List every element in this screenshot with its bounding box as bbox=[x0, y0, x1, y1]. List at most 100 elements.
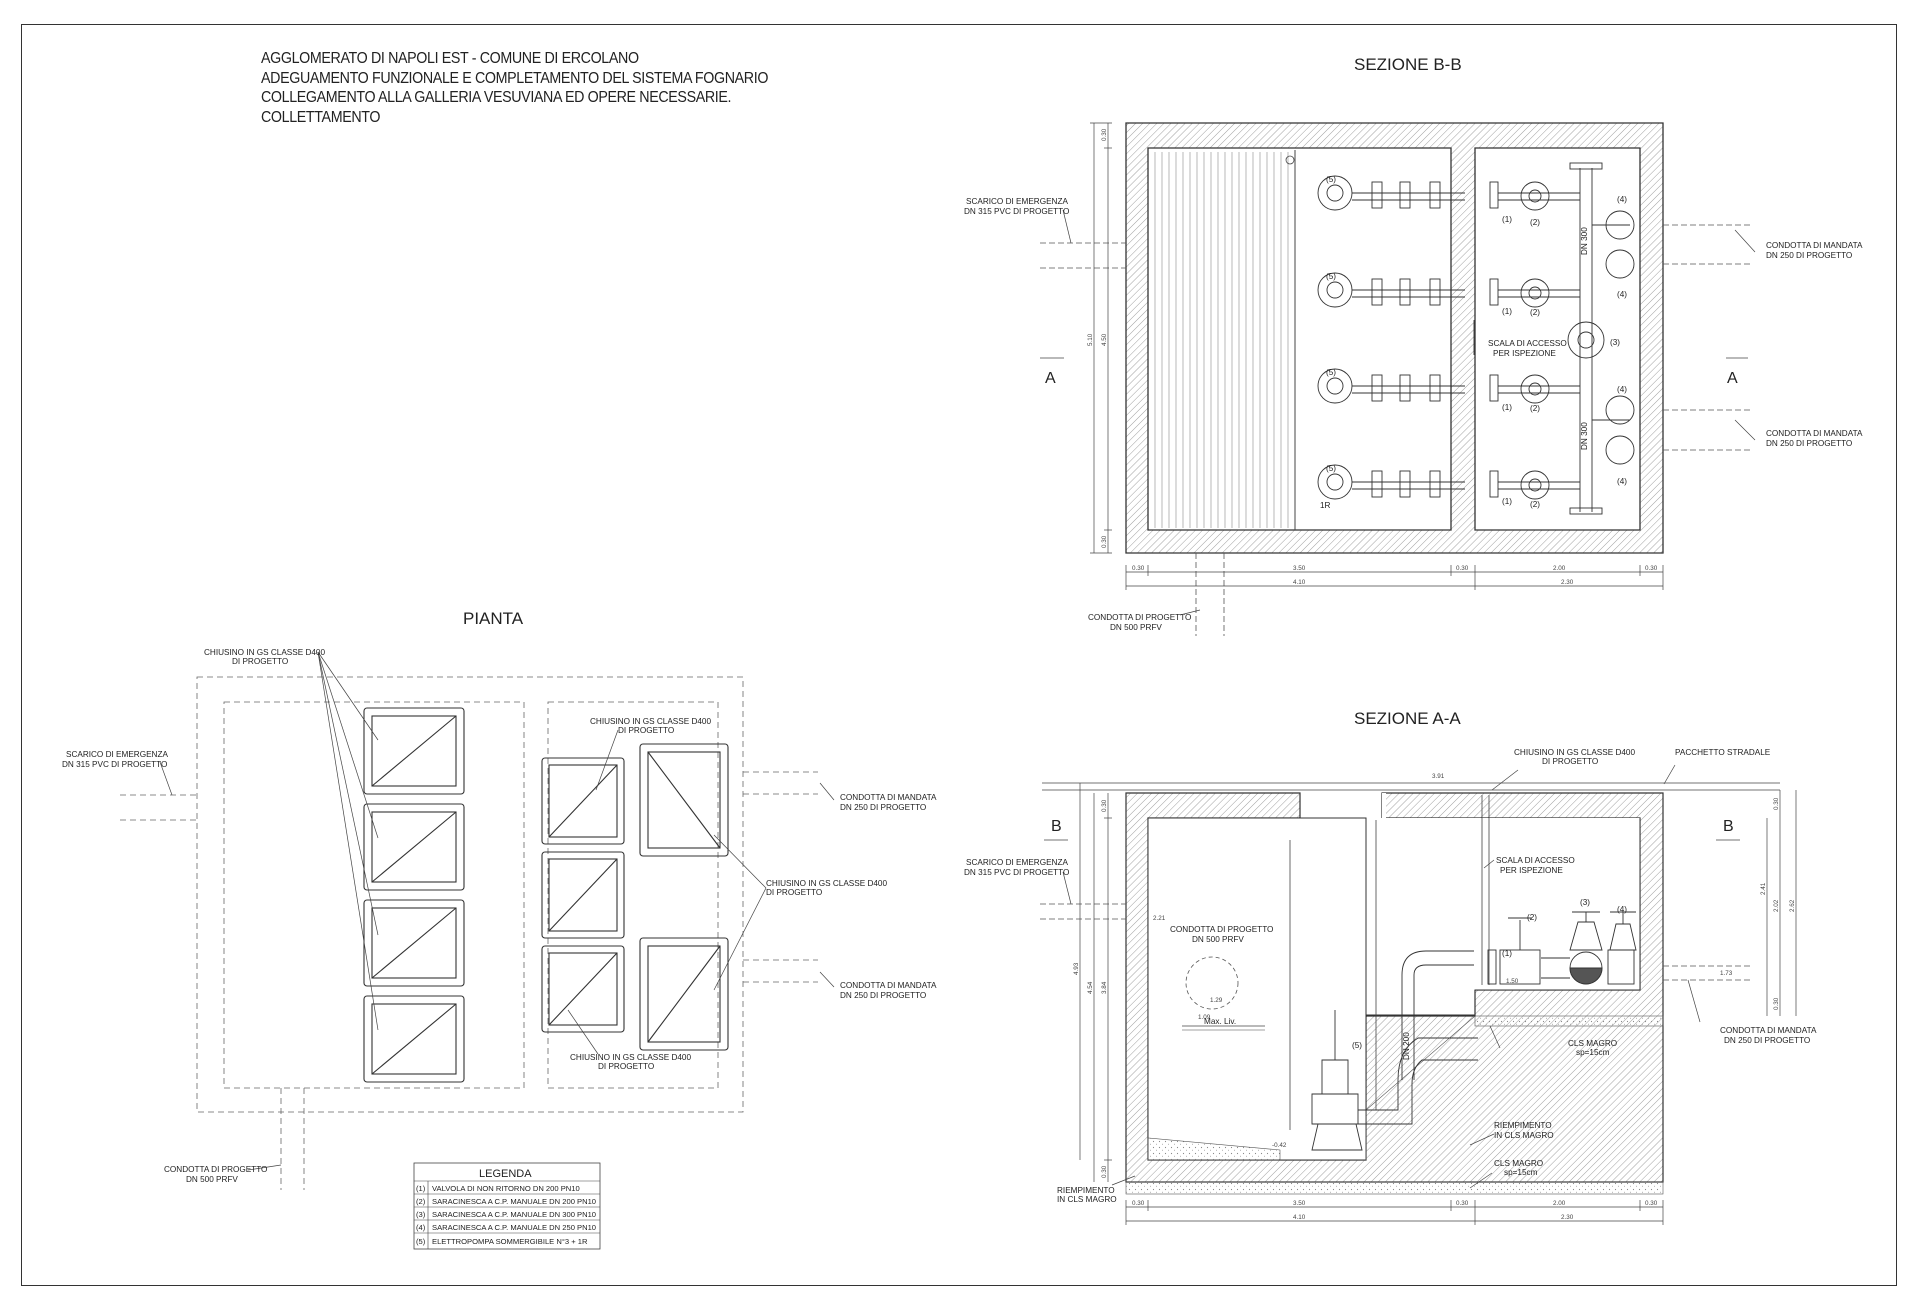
svg-text:DN 250 DI PROGETTO: DN 250 DI PROGETTO bbox=[1724, 1036, 1810, 1045]
svg-text:(5): (5) bbox=[1326, 175, 1336, 184]
svg-text:0.30: 0.30 bbox=[1773, 797, 1780, 810]
svg-text:DI PROGETTO: DI PROGETTO bbox=[598, 1062, 654, 1071]
aa-labels: CHIUSINO IN GS CLASSE D400 DI PROGETTO P… bbox=[964, 748, 1817, 1204]
svg-text:3.50: 3.50 bbox=[1293, 1200, 1306, 1207]
svg-text:(1): (1) bbox=[1502, 403, 1512, 412]
svg-text:CHIUSINO IN GS CLASSE D400: CHIUSINO IN GS CLASSE D400 bbox=[204, 648, 325, 657]
svg-text:RIEMPIMENTO: RIEMPIMENTO bbox=[1494, 1121, 1552, 1130]
svg-text:0.30: 0.30 bbox=[1101, 799, 1108, 812]
aa-ladder bbox=[1289, 795, 1490, 1130]
svg-text:(1): (1) bbox=[1502, 949, 1512, 958]
svg-text:2.21: 2.21 bbox=[1153, 915, 1166, 922]
svg-text:4.50: 4.50 bbox=[1101, 333, 1108, 346]
legend-code: (5) bbox=[416, 1237, 426, 1246]
svg-text:CONDOTTA DI MANDATA: CONDOTTA DI MANDATA bbox=[1720, 1026, 1817, 1035]
bb-grating bbox=[1154, 152, 1296, 528]
svg-text:CHIUSINO IN GS CLASSE D400: CHIUSINO IN GS CLASSE D400 bbox=[766, 879, 887, 888]
svg-text:DI PROGETTO: DI PROGETTO bbox=[618, 726, 674, 735]
svg-text:2.30: 2.30 bbox=[1561, 1214, 1574, 1221]
svg-text:SCARICO DI EMERGENZA: SCARICO DI EMERGENZA bbox=[66, 750, 168, 759]
bb-pump-row-4 bbox=[1317, 464, 1580, 500]
svg-text:PER ISPEZIONE: PER ISPEZIONE bbox=[1493, 349, 1556, 358]
svg-text:SCALA DI ACCESSO: SCALA DI ACCESSO bbox=[1496, 856, 1575, 865]
svg-text:(1): (1) bbox=[1502, 307, 1512, 316]
title-line-1: AGGLOMERATO DI NAPOLI EST - COMUNE DI ER… bbox=[261, 50, 639, 67]
svg-text:0.30: 0.30 bbox=[1645, 565, 1658, 572]
svg-text:CHIUSINO IN GS CLASSE D400: CHIUSINO IN GS CLASSE D400 bbox=[1514, 748, 1635, 757]
svg-text:CONDOTTA DI MANDATA: CONDOTTA DI MANDATA bbox=[1766, 241, 1863, 250]
drawing-frame bbox=[21, 24, 1897, 1286]
title-pianta: PIANTA bbox=[463, 609, 524, 628]
svg-text:1.73: 1.73 bbox=[1720, 970, 1733, 977]
bb-walls bbox=[1125, 122, 1664, 554]
svg-text:DN 500 PRFV: DN 500 PRFV bbox=[186, 1175, 238, 1184]
svg-text:0.30: 0.30 bbox=[1645, 1200, 1658, 1207]
svg-text:2.62: 2.62 bbox=[1789, 899, 1796, 912]
svg-text:sp=15cm: sp=15cm bbox=[1576, 1048, 1610, 1057]
svg-text:CONDOTTA DI MANDATA: CONDOTTA DI MANDATA bbox=[840, 793, 937, 802]
svg-text:DN 300: DN 300 bbox=[1580, 422, 1589, 450]
svg-text:CONDOTTA DI PROGETTO: CONDOTTA DI PROGETTO bbox=[1170, 925, 1273, 934]
svg-text:SCARICO DI EMERGENZA: SCARICO DI EMERGENZA bbox=[966, 858, 1068, 867]
svg-text:DI PROGETTO: DI PROGETTO bbox=[232, 657, 288, 666]
title-block: AGGLOMERATO DI NAPOLI EST - COMUNE DI ER… bbox=[261, 49, 768, 127]
svg-text:SCARICO DI EMERGENZA: SCARICO DI EMERGENZA bbox=[966, 197, 1068, 206]
svg-text:2.00: 2.00 bbox=[1553, 565, 1566, 572]
svg-text:(4): (4) bbox=[1617, 290, 1627, 299]
svg-text:-0.42: -0.42 bbox=[1272, 1142, 1287, 1149]
svg-text:0.30: 0.30 bbox=[1456, 565, 1469, 572]
svg-text:CONDOTTA DI MANDATA: CONDOTTA DI MANDATA bbox=[1766, 429, 1863, 438]
svg-text:DI PROGETTO: DI PROGETTO bbox=[1542, 757, 1598, 766]
svg-text:CLS MAGRO: CLS MAGRO bbox=[1568, 1039, 1617, 1048]
svg-text:0.30: 0.30 bbox=[1101, 1165, 1108, 1178]
svg-text:0.30: 0.30 bbox=[1456, 1200, 1469, 1207]
svg-text:SCALA DI ACCESSO: SCALA DI ACCESSO bbox=[1488, 339, 1567, 348]
svg-text:2.30: 2.30 bbox=[1561, 579, 1574, 586]
svg-text:(4): (4) bbox=[1617, 385, 1627, 394]
bb-pump-row-3 bbox=[1317, 368, 1580, 404]
svg-text:DN 500 PRFV: DN 500 PRFV bbox=[1192, 935, 1244, 944]
svg-text:0.30: 0.30 bbox=[1773, 997, 1780, 1010]
svg-text:0.30: 0.30 bbox=[1132, 1200, 1145, 1207]
title-line-2: ADEGUAMENTO FUNZIONALE E COMPLETAMENTO D… bbox=[261, 69, 769, 87]
pianta-labels: CHIUSINO IN GS CLASSE D400 DI PROGETTO C… bbox=[62, 648, 937, 1184]
svg-text:3.50: 3.50 bbox=[1293, 565, 1306, 572]
svg-text:2.00: 2.00 bbox=[1553, 1200, 1566, 1207]
legend-text: SARACINESCA A C.P. MANUALE DN 200 PN10 bbox=[432, 1197, 596, 1206]
svg-text:RIEMPIMENTO: RIEMPIMENTO bbox=[1057, 1186, 1115, 1195]
svg-text:(3): (3) bbox=[1610, 338, 1620, 347]
svg-text:2.41: 2.41 bbox=[1760, 882, 1767, 895]
legend: LEGENDA (1) VALVOLA DI NON RITORNO DN 20… bbox=[413, 1162, 601, 1250]
svg-text:CHIUSINO IN GS CLASSE D400: CHIUSINO IN GS CLASSE D400 bbox=[570, 1053, 691, 1062]
aa-cls-magro bbox=[1125, 1181, 1664, 1195]
svg-text:DN 250 DI PROGETTO: DN 250 DI PROGETTO bbox=[1766, 439, 1852, 448]
svg-text:B: B bbox=[1723, 818, 1734, 835]
svg-text:4.54: 4.54 bbox=[1087, 981, 1094, 994]
svg-text:B: B bbox=[1051, 818, 1062, 835]
svg-text:PACCHETTO STRADALE: PACCHETTO STRADALE bbox=[1675, 748, 1771, 757]
svg-text:1R: 1R bbox=[1320, 501, 1331, 510]
bb-pump-row-2 bbox=[1317, 272, 1580, 308]
svg-text:A: A bbox=[1727, 370, 1738, 387]
bb-pipes-external bbox=[1040, 224, 1752, 636]
pianta-outer-outline bbox=[196, 676, 744, 1113]
svg-text:DN 200: DN 200 bbox=[1402, 1032, 1411, 1060]
aa-dimensions: 3.91 2.21 1.29 1.09 -0.42 1.50 1.73 0.30… bbox=[1073, 773, 1796, 1221]
sezione-bb-view: (5) (5) (5) (5) 1R (1) (2) (1) (2) (1) (… bbox=[964, 122, 1863, 636]
bb-pump-row-1 bbox=[1317, 175, 1580, 211]
svg-text:2.02: 2.02 bbox=[1773, 899, 1780, 912]
svg-text:DN 315 PVC DI PROGETTO: DN 315 PVC DI PROGETTO bbox=[964, 868, 1069, 877]
svg-text:DN 250 DI PROGETTO: DN 250 DI PROGETTO bbox=[840, 991, 926, 1000]
svg-text:(4): (4) bbox=[1617, 905, 1627, 914]
svg-text:5.10: 5.10 bbox=[1087, 333, 1094, 346]
svg-text:1.29: 1.29 bbox=[1210, 997, 1223, 1004]
svg-text:3.84: 3.84 bbox=[1101, 981, 1108, 994]
svg-text:DN 500 PRFV: DN 500 PRFV bbox=[1110, 623, 1162, 632]
svg-text:(2): (2) bbox=[1530, 404, 1540, 413]
pianta-view: CHIUSINO IN GS CLASSE D400 DI PROGETTO C… bbox=[62, 648, 937, 1190]
aa-pump bbox=[1311, 950, 1478, 1151]
svg-text:(1): (1) bbox=[1502, 497, 1512, 506]
legend-text: SARACINESCA A C.P. MANUALE DN 300 PN10 bbox=[432, 1210, 596, 1219]
svg-text:sp=15cm: sp=15cm bbox=[1504, 1168, 1538, 1177]
